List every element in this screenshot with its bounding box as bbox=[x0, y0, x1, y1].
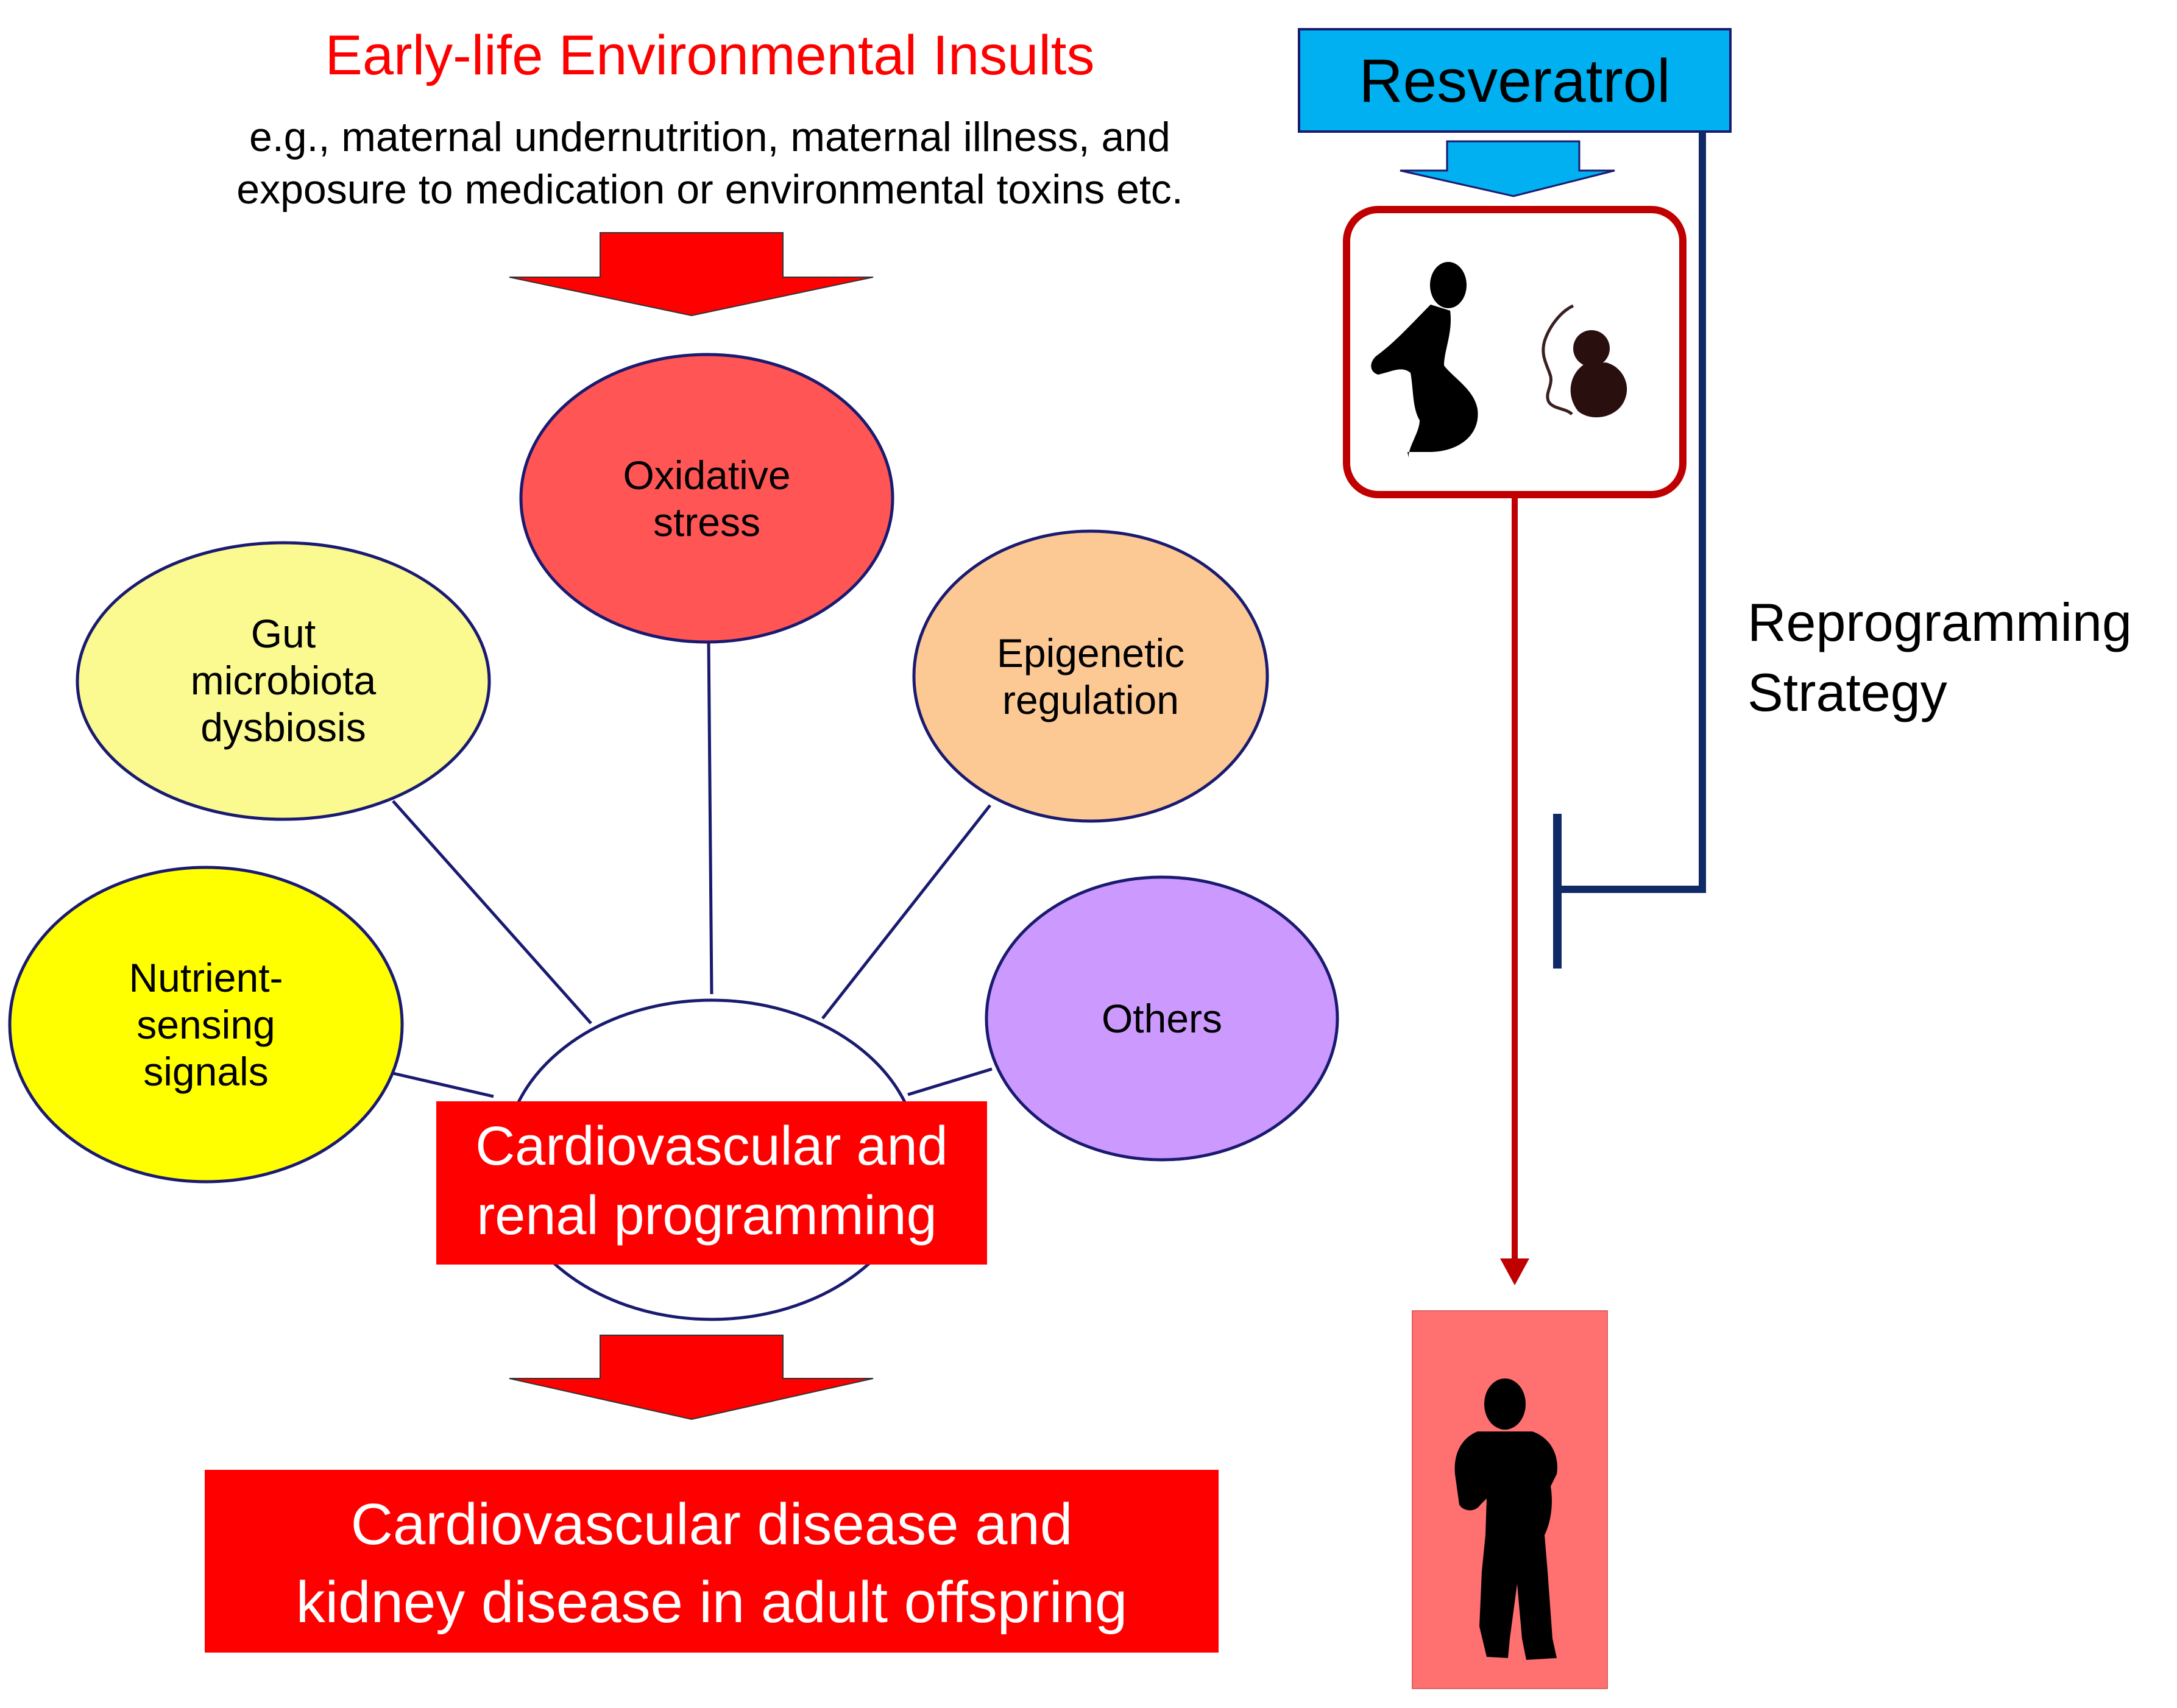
nutrient-sensing-label-2: sensing bbox=[136, 1002, 275, 1047]
resveratrol-label: Resveratrol bbox=[1359, 47, 1670, 115]
red-down-arrow-top bbox=[509, 232, 874, 317]
red-down-arrow-bottom bbox=[509, 1335, 874, 1420]
mechanism-epigenetic: Epigenetic regulation bbox=[912, 529, 1269, 823]
adult-man-silhouette bbox=[1454, 1378, 1557, 1660]
outcome-label-1: Cardiovascular disease and bbox=[351, 1492, 1073, 1557]
nutrient-sensing-label-1: Nutrient- bbox=[129, 955, 283, 1000]
pregnant-woman-silhouette bbox=[1371, 262, 1478, 458]
gut-microbiota-label-2: microbiota bbox=[191, 658, 377, 703]
blue-down-arrow bbox=[1400, 140, 1615, 197]
others-node bbox=[985, 875, 1339, 1162]
programming-label-1: Cardiovascular and bbox=[475, 1116, 947, 1177]
gut-microbiota-node bbox=[76, 541, 491, 821]
gut-microbiota-label-3: dysbiosis bbox=[200, 705, 366, 750]
epigenetic-label-2: regulation bbox=[1002, 677, 1179, 722]
connector-epigenetic bbox=[821, 804, 991, 1020]
connector-others bbox=[907, 1067, 993, 1096]
strategy-label-1: Reprogramming bbox=[1747, 592, 2132, 652]
insults-examples-line1: e.g., maternal undernutrition, maternal … bbox=[249, 114, 1170, 160]
nutrient-sensing-label-3: signals bbox=[143, 1049, 268, 1094]
mechanism-others: Others bbox=[985, 875, 1339, 1162]
connector-nutrient bbox=[392, 1071, 494, 1098]
connector-oxidative bbox=[707, 639, 713, 995]
connector-lines bbox=[392, 639, 993, 1098]
resveratrol-box bbox=[1298, 28, 1732, 133]
gut-microbiota-label-1: Gut bbox=[251, 611, 316, 656]
oxidative-stress-label-2: stress bbox=[653, 499, 760, 545]
mechanism-nutrient-sensing: Nutrient- sensing signals bbox=[8, 866, 404, 1184]
oxidative-stress-node bbox=[519, 353, 894, 644]
insults-title: Early-life Environmental Insults bbox=[325, 24, 1095, 86]
strategy-label-2: Strategy bbox=[1747, 662, 1947, 722]
epigenetic-node bbox=[912, 529, 1269, 823]
inhibition-line bbox=[1560, 132, 1706, 893]
oxidative-stress-label-1: Oxidative bbox=[623, 453, 790, 498]
fetus-silhouette bbox=[1542, 304, 1627, 418]
epigenetic-label-1: Epigenetic bbox=[997, 630, 1184, 676]
programming-box bbox=[436, 1101, 987, 1265]
outcome-box bbox=[205, 1470, 1219, 1653]
mechanism-oxidative-stress: Oxidative stress bbox=[519, 353, 894, 644]
others-label: Others bbox=[1102, 996, 1222, 1041]
outcome-label-2: kidney disease in adult offspring bbox=[296, 1570, 1127, 1635]
mechanism-gut-microbiota: Gut microbiota dysbiosis bbox=[76, 541, 491, 821]
insults-examples-line2: exposure to medication or environmental … bbox=[236, 166, 1183, 213]
nutrient-sensing-node bbox=[8, 866, 404, 1184]
connector-gut bbox=[392, 800, 592, 1025]
programming-label-2: renal programming bbox=[476, 1185, 936, 1246]
programming-arrow-head bbox=[1500, 1258, 1529, 1285]
